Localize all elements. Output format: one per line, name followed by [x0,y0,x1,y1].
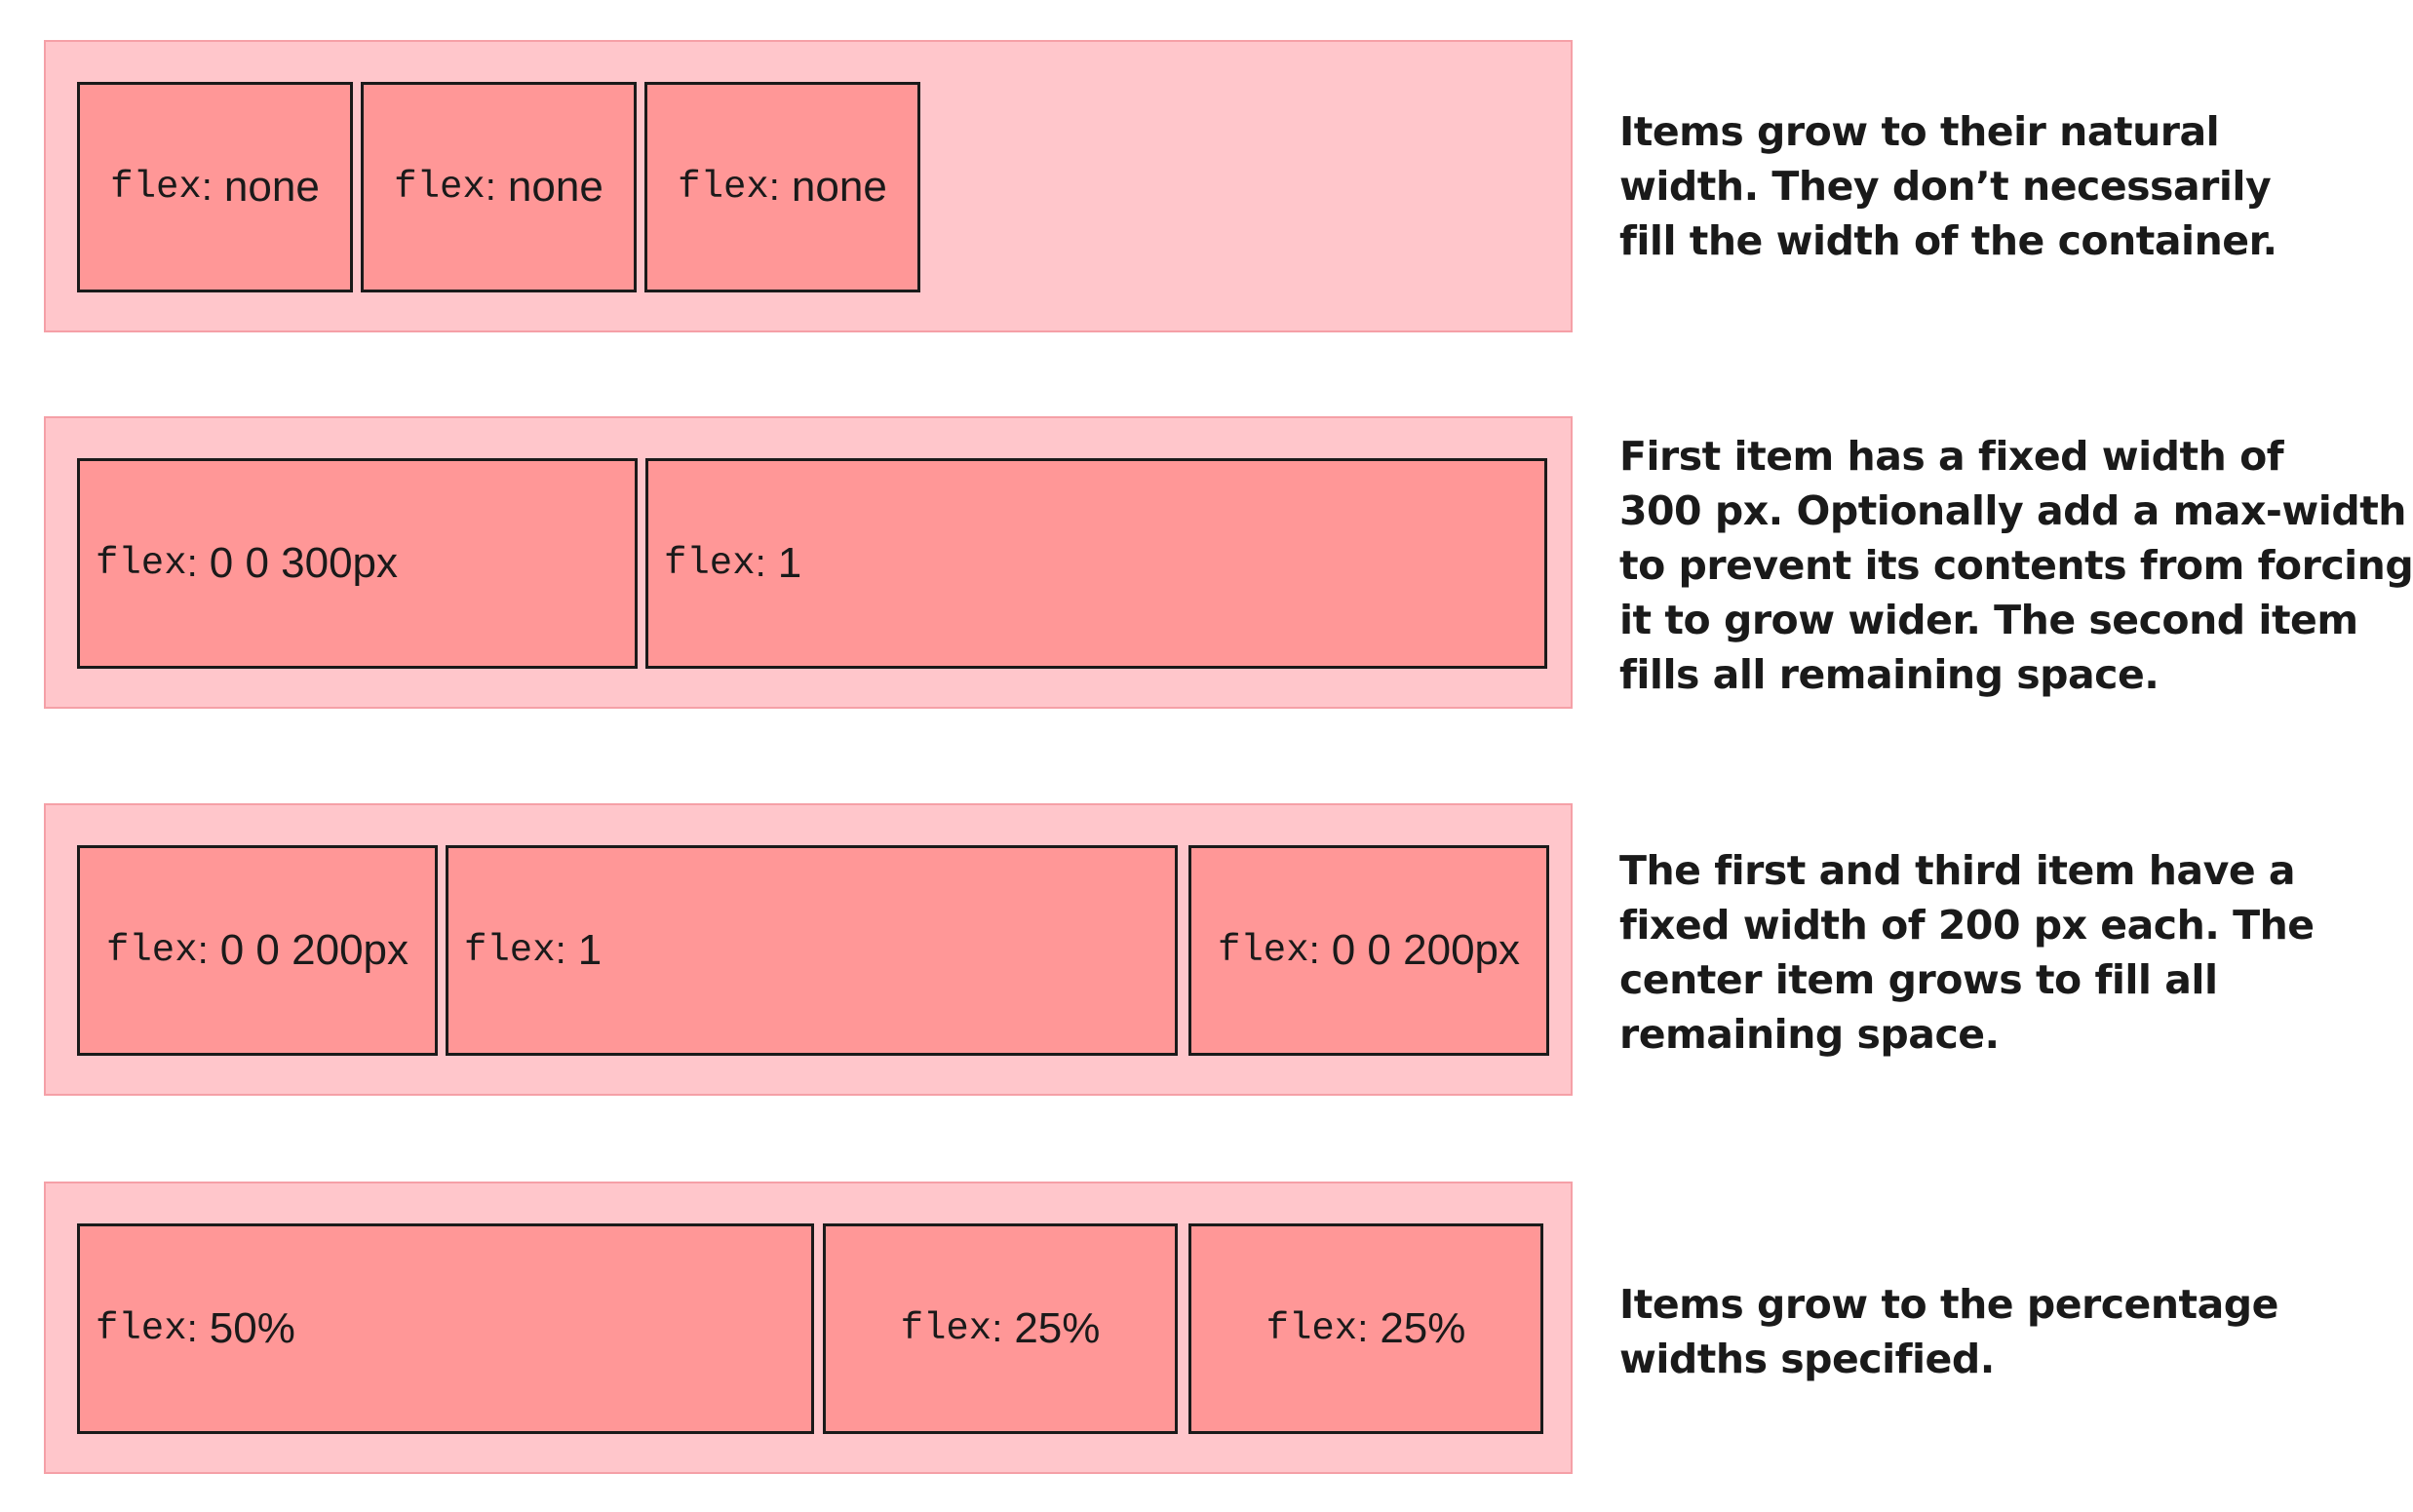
flex-container-fixed-and-fill: flex:0 0 300px flex:1 [44,416,1573,709]
property-keyword: flex [110,166,202,209]
property-keyword: flex [678,166,769,209]
property-value: 1 [777,539,802,587]
flex-item: flex:none [77,82,353,292]
property-keyword: flex [96,542,187,585]
flex-item: flex:none [644,82,920,292]
flex-item: flex:none [361,82,637,292]
property-value: 0 0 200px [219,926,409,974]
property-value: none [507,163,603,211]
flex-container-fixed-sides: flex:0 0 200px flex:1 flex:0 0 200px [44,803,1573,1096]
flex-item-fixed: flex:0 0 300px [77,458,638,669]
property-keyword: flex [1265,1307,1358,1350]
caption-fixed-and-fill: First item has a fixed width of 300 px. … [1619,433,2413,698]
property-keyword: flex [900,1307,992,1350]
property-value: 1 [577,926,603,974]
flex-item-grow: flex:1 [446,845,1178,1056]
property-value: 25% [1014,1304,1101,1352]
property-keyword: flex [105,929,198,972]
property-value: 0 0 200px [1331,926,1521,974]
property-value: none [223,163,320,211]
property-keyword: flex [96,1307,187,1350]
caption-natural-width: Items grow to their natural width. They … [1619,108,2277,264]
flex-item-fixed: flex:0 0 200px [77,845,438,1056]
flex-item-percent: flex:50% [77,1223,814,1434]
property-keyword: flex [1217,929,1309,972]
flex-container-none: flex:none flex:none flex:none [44,40,1573,332]
property-keyword: flex [394,166,486,209]
caption-percent: Items grow to the percentage widths spec… [1619,1281,2278,1382]
flex-container-percent: flex:50% flex:25% flex:25% [44,1182,1573,1474]
flex-item-fixed: flex:0 0 200px [1188,845,1549,1056]
flex-item-percent: flex:25% [823,1223,1178,1434]
property-keyword: flex [464,929,556,972]
flex-item-grow: flex:1 [645,458,1547,669]
property-keyword: flex [664,542,756,585]
property-value: none [791,163,887,211]
property-value: 25% [1380,1304,1466,1352]
caption-fixed-sides: The first and third item have a fixed wi… [1619,847,2315,1058]
property-value: 50% [209,1304,295,1352]
flex-item-percent: flex:25% [1188,1223,1543,1434]
property-value: 0 0 300px [209,539,399,587]
